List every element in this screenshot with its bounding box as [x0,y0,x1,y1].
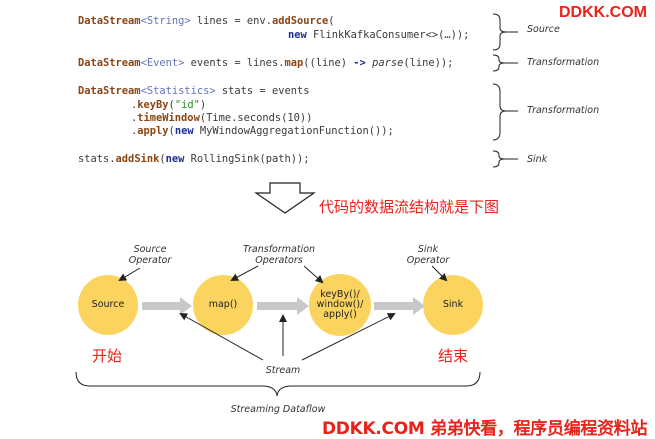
flow-arrows [142,297,425,315]
label-end: 结束 [438,347,469,365]
label-pointers [118,265,448,284]
flow-arrow-1 [142,297,192,315]
watermark-top: DDKK.COM [559,4,647,21]
streaming-dataflow-bracket [75,371,481,397]
bracket-source [492,13,518,51]
code-line-4: .keyBy("id") [131,99,207,111]
code-line-6: .apply(new MyWindowAggregationFunction()… [131,125,394,137]
label-sink-operator: Sink Operator [406,244,450,266]
stream-pointers [179,313,396,361]
code-line-1-cont: new FlinkKafkaConsumer<>(…)); [288,29,470,41]
node-sink-circle [423,275,483,335]
node-map-label: map() [208,299,238,310]
node-source-label: Source [91,299,125,310]
label-start: 开始 [92,347,123,365]
node-source-circle [78,275,138,335]
flow-arrow-3 [374,297,425,315]
bracket-transformation-2 [492,83,518,141]
bracket-label-source: Source [527,24,560,35]
code-line-2: DataStream<Event> events = lines.map((li… [78,57,454,69]
code-line-3: DataStream<Statistics> stats = events [78,85,310,97]
node-sink-label: Sink [442,299,464,310]
node-map-circle [193,275,253,335]
code-line-1: DataStream<String> lines = env.addSource… [78,15,335,27]
label-transformation-operators: Transformation Operators [242,244,316,266]
label-stream: Stream [265,365,301,376]
flow-arrow-2 [257,297,309,315]
code-line-7: stats.addSink(new RollingSink(path)); [78,153,310,165]
bracket-sink [492,150,518,168]
label-streaming-dataflow: Streaming Dataflow [230,404,326,415]
label-source-operator: Source Operator [128,244,172,266]
node-keyby-label: keyBy()/ window()/ apply() [316,289,364,320]
node-keyby-circle [309,274,371,336]
bracket-label-transformation-2: Transformation [527,105,600,116]
down-arrow-icon [254,182,316,214]
bracket-transformation-1 [492,54,518,72]
watermark-bottom: DDKK.COM 弟弟快看，程序员编程资料站 [322,419,648,439]
diagram-caption: 代码的数据流结构就是下图 [319,198,500,216]
bracket-label-sink: Sink [527,154,548,165]
code-line-5: .timeWindow(Time.seconds(10)) [131,112,313,124]
bracket-label-transformation-1: Transformation [527,57,600,68]
